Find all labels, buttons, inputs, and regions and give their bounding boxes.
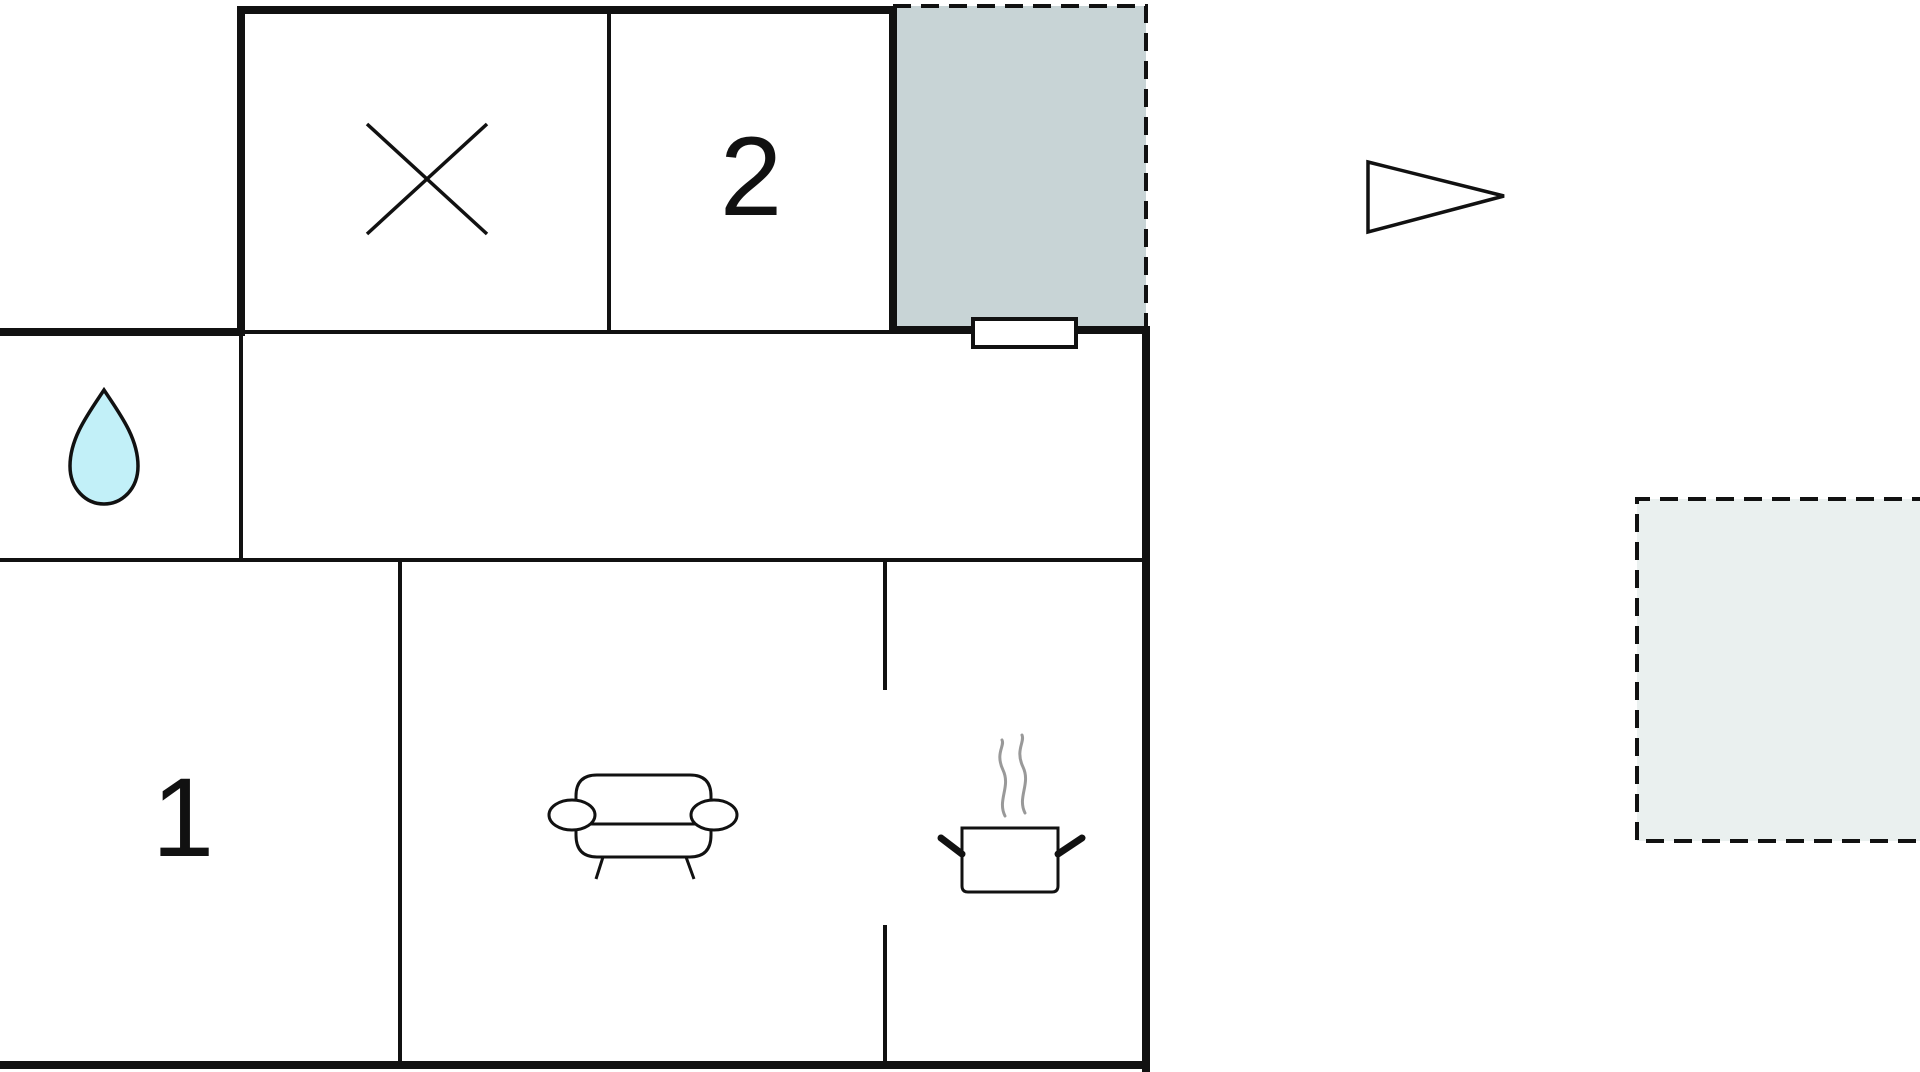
covered-terrace [893, 4, 1148, 327]
room-label-1: 1 [152, 755, 214, 880]
outdoor-terrace [1635, 497, 1920, 843]
sofa-icon [547, 773, 739, 880]
exterior-walls [0, 6, 1150, 1072]
window [971, 317, 1078, 349]
cooking-pot-icon [937, 733, 1086, 894]
interior-walls [0, 10, 1146, 1065]
room-label-2: 2 [720, 114, 782, 239]
cross-icon [365, 122, 489, 236]
triangle-pointer-icon [1366, 159, 1505, 235]
water-drop-icon [68, 386, 140, 506]
